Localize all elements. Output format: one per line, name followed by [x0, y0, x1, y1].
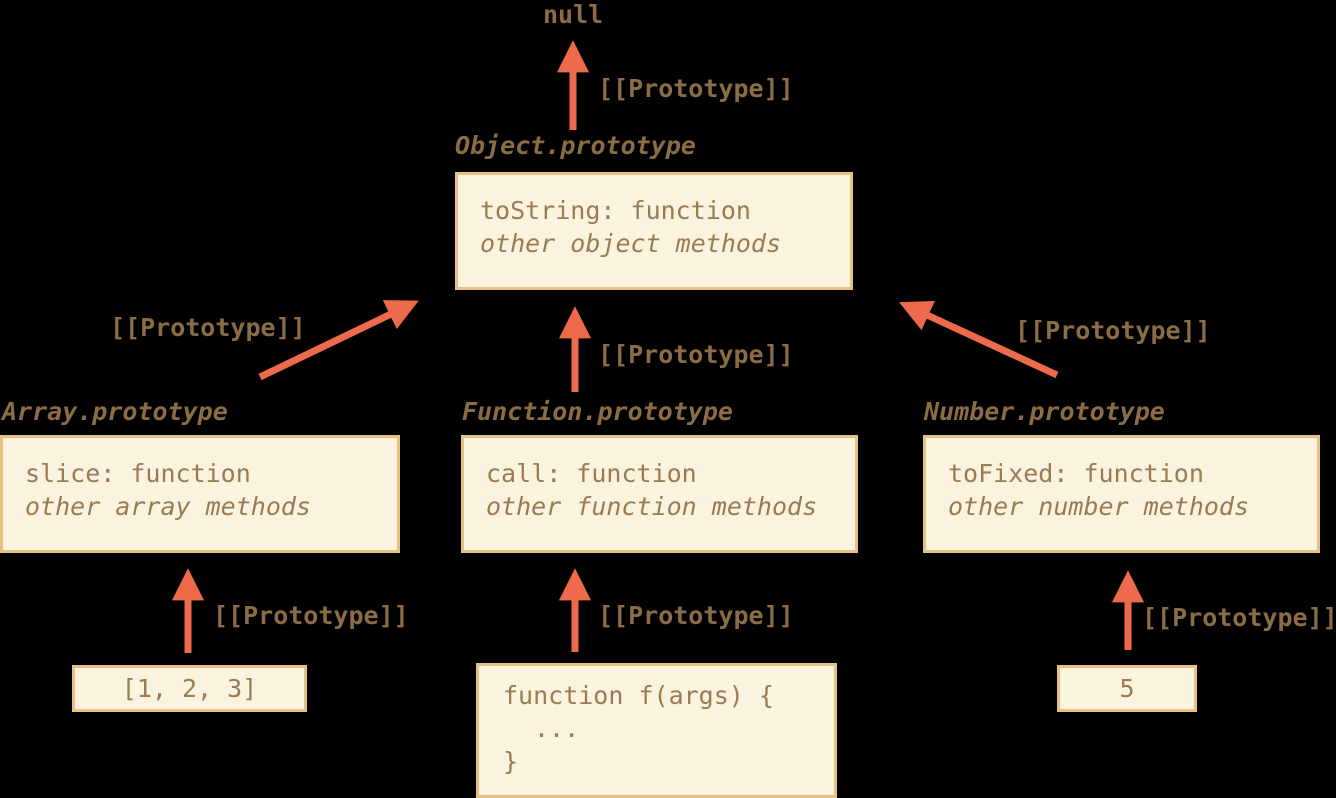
- array-prototype-note: other array methods: [25, 492, 311, 521]
- function-prototype-note: other function methods: [486, 492, 818, 521]
- object-prototype-box: toString: function other object methods: [455, 172, 853, 290]
- array-prototype-member: slice: function: [25, 459, 251, 488]
- prototype-edge-label-array-to-object: [[Prototype]]: [110, 313, 306, 342]
- prototype-edge-label-object-to-null: [[Prototype]]: [598, 74, 794, 103]
- array-prototype-title: Array.prototype: [2, 397, 228, 426]
- function-prototype-box: call: function other function methods: [461, 435, 858, 553]
- function-instance-line2: ...: [534, 714, 580, 743]
- object-prototype-member: toString: function: [480, 196, 751, 225]
- function-prototype-title: Function.prototype: [462, 397, 733, 426]
- array-prototype-box: slice: function other array methods: [0, 435, 400, 553]
- number-instance-value: 5: [1119, 674, 1135, 703]
- function-instance-line1: function f(args) {: [503, 681, 774, 710]
- function-instance-box: function f(args) { ... }: [476, 663, 837, 798]
- null-label: null: [543, 0, 604, 29]
- function-instance-line3: }: [503, 747, 519, 776]
- prototype-edge-label-number-instance: [[Prototype]]: [1142, 603, 1336, 632]
- prototype-edge-label-function-instance: [[Prototype]]: [598, 601, 794, 630]
- object-prototype-note: other object methods: [480, 229, 782, 258]
- number-instance-box: 5: [1057, 665, 1197, 712]
- function-prototype-member: call: function: [486, 459, 697, 488]
- prototype-edge-label-function-to-object: [[Prototype]]: [598, 340, 794, 369]
- array-instance-box: [1, 2, 3]: [72, 665, 307, 712]
- number-prototype-box: toFixed: function other number methods: [923, 435, 1320, 553]
- number-prototype-member: toFixed: function: [948, 459, 1204, 488]
- prototype-edge-label-array-instance: [[Prototype]]: [213, 601, 409, 630]
- number-prototype-note: other number methods: [948, 492, 1250, 521]
- array-instance-value: [1, 2, 3]: [121, 674, 258, 703]
- prototype-edge-label-number-to-object: [[Prototype]]: [1015, 316, 1211, 345]
- object-prototype-title: Object.prototype: [455, 131, 696, 160]
- number-prototype-title: Number.prototype: [924, 397, 1165, 426]
